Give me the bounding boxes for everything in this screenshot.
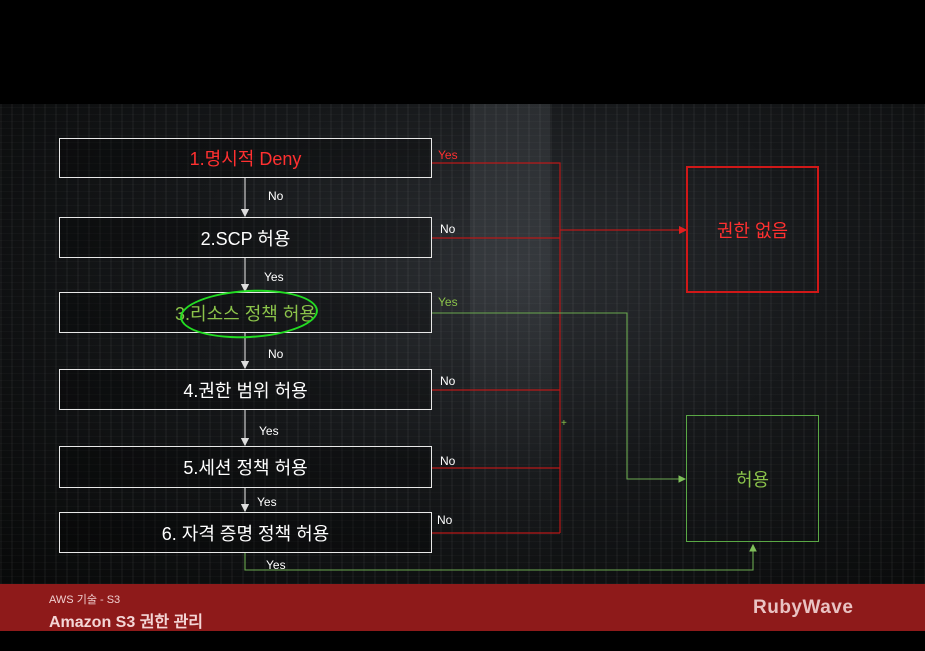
edge-label-yes: Yes	[259, 424, 279, 438]
step-6-identity-policy: 6. 자격 증명 정책 허용	[59, 512, 432, 553]
allow-path-6	[244, 543, 757, 571]
edge-label-no: No	[440, 454, 456, 468]
step-4-permission-boundary: 4.권한 범위 허용	[59, 369, 432, 410]
outcome-label: 권한 없음	[716, 220, 789, 241]
step-1-explicit-deny: 1.명시적 Deny	[59, 138, 432, 178]
lecture-footer-bar: AWS 기술 - S3 Amazon S3 권한 관리 RubyWave	[0, 584, 925, 631]
step-label: 6. 자격 증명 정책 허용	[161, 523, 330, 544]
allow-path-3	[432, 312, 687, 483]
outcome-allowed: 허용	[686, 415, 819, 542]
footer-category: AWS 기술 - S3	[49, 594, 121, 606]
outcome-label: 허용	[735, 469, 770, 490]
step-label: 4.권한 범위 허용	[183, 380, 308, 401]
outcome-denied: 권한 없음	[686, 166, 819, 293]
edge-label-yes: Yes	[438, 148, 458, 162]
step-label: 1.명시적 Deny	[189, 149, 302, 169]
edge-label-no: No	[437, 513, 453, 527]
edge-label-yes: Yes	[266, 558, 286, 572]
step-5-session-policy: 5.세션 정책 허용	[59, 446, 432, 488]
step-label: 5.세션 정책 허용	[183, 458, 308, 478]
step-3-resource-policy: 3.리소스 정책 허용	[59, 292, 432, 333]
step-label: 2.SCP 허용	[200, 228, 291, 249]
edge-label-yes: Yes	[438, 295, 458, 309]
background-aisle	[470, 104, 550, 584]
footer-title: Amazon S3 권한 관리	[49, 614, 204, 631]
edge-label-no: No	[440, 222, 456, 236]
edge-label-yes: Yes	[264, 270, 284, 284]
step-label: 3.리소스 정책 허용	[175, 303, 316, 324]
edge-label-no: No	[268, 347, 284, 361]
edge-label-plus: +	[561, 418, 567, 429]
rubywave-logo: RubyWave	[753, 597, 854, 618]
edge-label-no: No	[268, 189, 284, 203]
background-datacenter	[0, 104, 925, 584]
edge-label-yes: Yes	[257, 495, 277, 509]
step-2-scp: 2.SCP 허용	[59, 217, 432, 258]
deny-path-1	[432, 162, 561, 533]
edge-label-no: No	[440, 374, 456, 388]
